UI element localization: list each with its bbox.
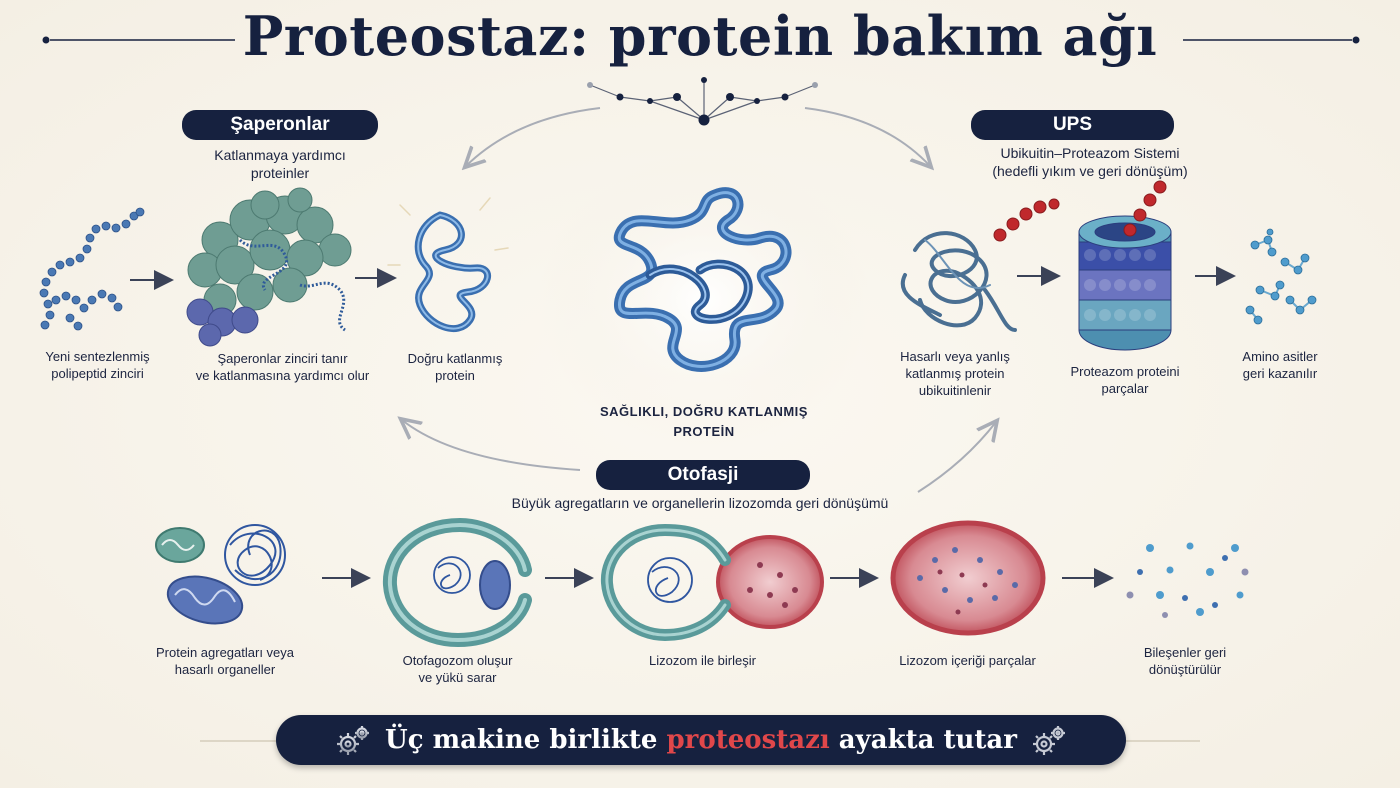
proteasome	[1078, 180, 1172, 351]
aggregates-organelles	[155, 524, 286, 625]
autophagy-step-3-caption: Lizozom ile birleşir	[649, 653, 756, 668]
cycle-arrow-top-left	[466, 107, 601, 166]
gears-icon	[337, 726, 369, 755]
center-caption: SAĞLIKLI, DOĞRU KATLANMIŞ PROTEİN	[600, 404, 808, 439]
folded-protein-center	[613, 187, 792, 372]
banner-text: Üç makine birlikte proteostazı ayakta tu…	[385, 725, 1017, 755]
title-rule-right	[1183, 36, 1360, 44]
ups-subtitle: Ubikuitin–Proteazom Sistemi (hedefli yık…	[992, 145, 1188, 179]
summary-banner: Üç makine birlikte proteostazı ayakta tu…	[276, 715, 1126, 765]
cycle-arrow-bottom-left	[402, 420, 581, 471]
cycle-arrow-top-right	[804, 107, 930, 166]
autolysosome-fusion	[600, 523, 824, 642]
misfolded-protein	[900, 231, 1017, 332]
chaperone-complex	[186, 187, 352, 347]
title-rule-left	[42, 36, 235, 44]
autophagosome	[382, 517, 532, 648]
recycled-components	[1126, 542, 1249, 618]
polypeptide-chain	[39, 207, 145, 331]
chaperones-subtitle: Katlanmaya yardımcı proteinler	[214, 147, 346, 181]
autophagy-label: Otofasji	[596, 460, 810, 490]
page-title: Proteostaz: protein bakım ağı	[242, 4, 1158, 68]
ups-label: UPS	[971, 110, 1174, 140]
cycle-arrow-bottom-right	[917, 422, 996, 493]
lysosome	[890, 520, 1046, 636]
banner-highlight: proteostazı	[666, 725, 830, 755]
gears-icon	[1033, 726, 1065, 755]
ubiquitin-chain	[993, 198, 1060, 242]
folded-protein-small	[387, 197, 509, 333]
autophagy-step-4-caption: Lizozom içeriği parçalar	[899, 653, 1036, 668]
amino-acids	[1245, 228, 1317, 325]
network-ornament	[589, 80, 816, 121]
chaperones-label: Şaperonlar	[182, 110, 378, 140]
autophagy-subtitle: Büyük agregatların ve organellerin lizoz…	[511, 495, 889, 511]
